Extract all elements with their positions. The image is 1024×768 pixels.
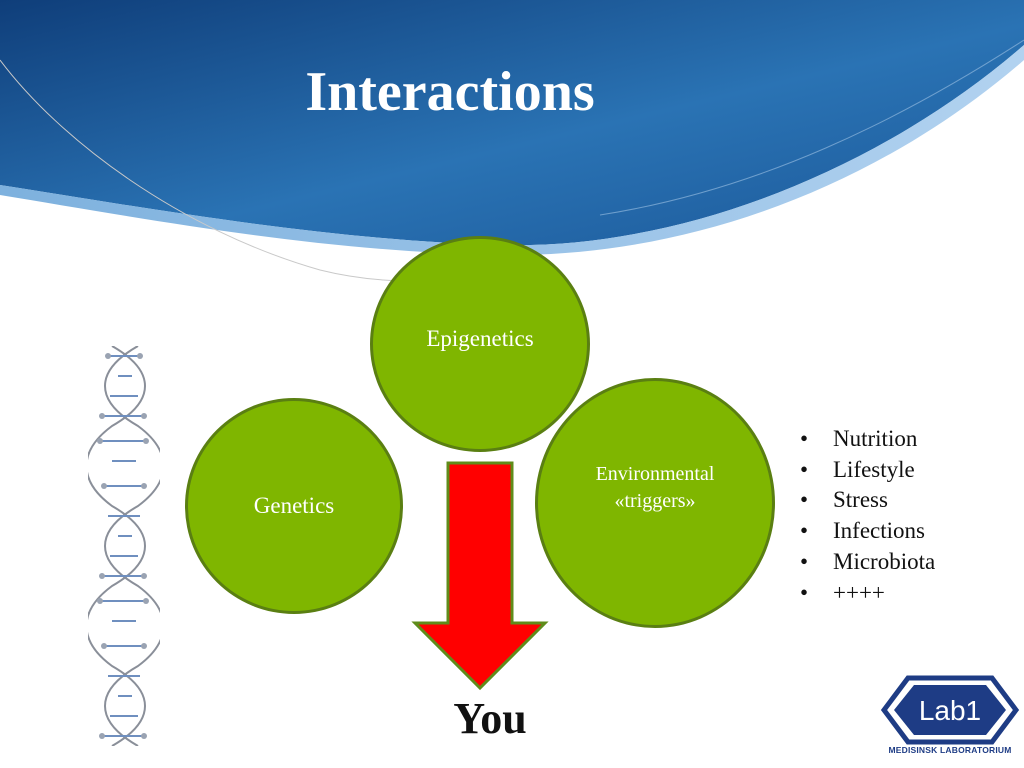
- lab1-logo: Lab1: [880, 675, 1020, 745]
- result-label: You: [453, 694, 527, 743]
- epigenetics-circle: Epigenetics: [370, 236, 590, 452]
- slide-title: Interactions: [305, 61, 595, 123]
- genetics-label: Genetics: [253, 493, 335, 518]
- epigenetics-label: Epigenetics: [426, 326, 534, 351]
- factors-list: Nutrition Lifestyle Stress Infections Mi…: [800, 424, 935, 608]
- dna-helix-image: [88, 346, 160, 746]
- environmental-label-line1: Environmental: [595, 463, 715, 485]
- list-item: Infections: [800, 516, 935, 547]
- header-banner: [0, 0, 1024, 282]
- logo-subtitle: MEDISINSK LABORATORIUM: [888, 745, 1012, 755]
- list-item: ++++: [800, 578, 935, 609]
- environmental-label-line2: «triggers»: [614, 490, 696, 512]
- environmental-triggers-circle: Environmental «triggers»: [535, 378, 775, 628]
- list-item: Nutrition: [800, 424, 935, 455]
- genetics-circle: Genetics: [185, 398, 403, 614]
- list-item: Lifestyle: [800, 455, 935, 486]
- down-arrow: [411, 461, 549, 691]
- list-item: Microbiota: [800, 547, 935, 578]
- logo-wordmark: Lab1: [919, 695, 981, 726]
- list-item: Stress: [800, 485, 935, 516]
- environmental-label: Environmental «triggers»: [596, 461, 715, 515]
